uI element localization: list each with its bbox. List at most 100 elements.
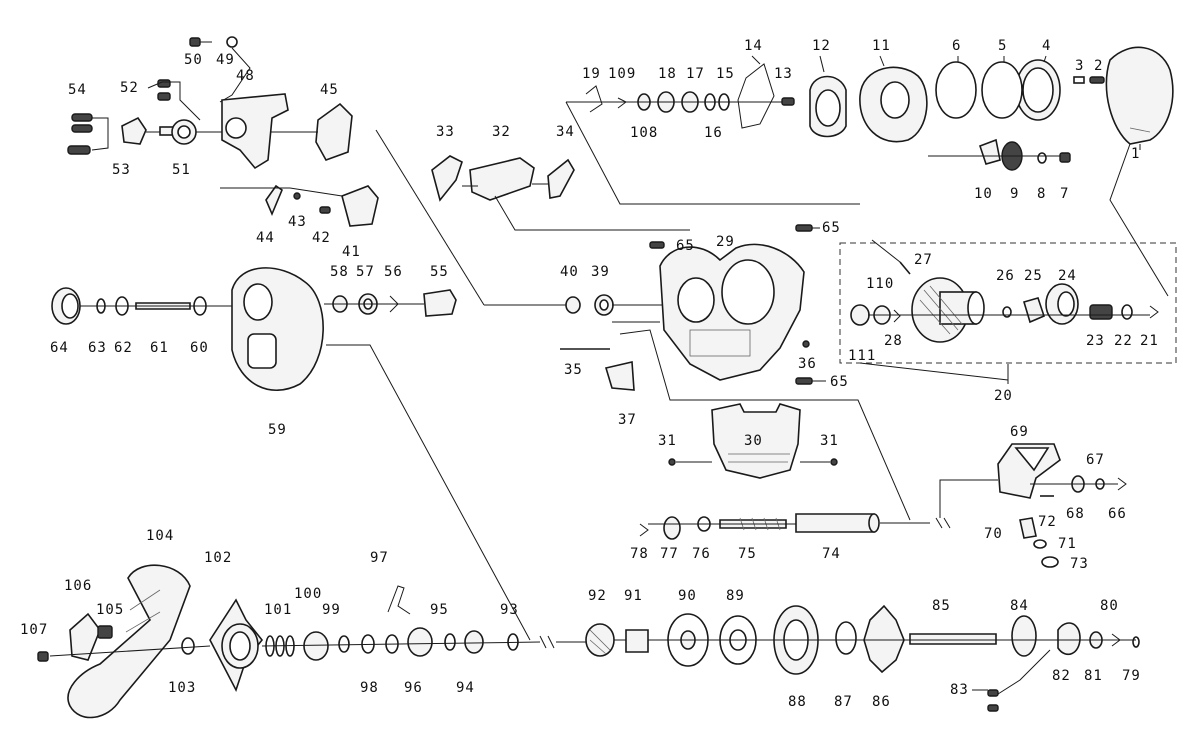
label-11: 11: [872, 38, 891, 54]
part-55-pinion: [423, 289, 457, 317]
label-65a: 65: [676, 238, 695, 254]
part-66-clip: [1117, 477, 1127, 491]
label-83: 83: [950, 682, 969, 698]
label-13: 13: [774, 66, 793, 82]
part-65-screw-b: [795, 224, 813, 232]
frame-assembly: [375, 129, 911, 521]
label-36: 36: [798, 356, 817, 372]
label-29: 29: [716, 234, 735, 250]
part-77-gear: [663, 516, 681, 540]
label-27: 27: [914, 252, 933, 268]
part-31-screw-a: [668, 458, 676, 466]
label-16: 16: [704, 125, 723, 141]
label-33: 33: [436, 124, 455, 140]
label-55: 55: [430, 264, 449, 280]
label-18: 18: [658, 66, 677, 82]
label-72: 72: [1038, 514, 1057, 530]
label-98: 98: [360, 680, 379, 696]
part-78-clip: [639, 523, 649, 537]
part-53-lever: [121, 116, 147, 145]
part-83-screws: [987, 689, 999, 697]
left-side-plate-group: [51, 267, 457, 392]
part-59-side-plate: [231, 267, 324, 392]
label-74: 74: [822, 546, 841, 562]
label-22: 22: [1114, 333, 1133, 349]
part-96-ratchet: [407, 627, 433, 657]
part-6-o-ring: [935, 61, 977, 119]
label-97: 97: [370, 550, 389, 566]
label-42: 42: [312, 230, 331, 246]
label-10: 10: [974, 186, 993, 202]
label-34: 34: [556, 124, 575, 140]
label-31b: 31: [820, 433, 839, 449]
label-54: 54: [68, 82, 87, 98]
label-48: 48: [236, 68, 255, 84]
label-82: 82: [1052, 668, 1071, 684]
label-62: 62: [114, 340, 133, 356]
part-10-clicker: [978, 138, 1001, 165]
part-33-side-cover: [431, 155, 463, 202]
part-54-springs: [67, 113, 93, 155]
label-32: 32: [492, 124, 511, 140]
label-67: 67: [1086, 452, 1105, 468]
part-31-screw-b: [830, 458, 838, 466]
part-21-clip: [1149, 305, 1159, 319]
middle-top-parts: [431, 155, 690, 231]
label-96: 96: [404, 680, 423, 696]
part-65-screw-a: [649, 241, 665, 249]
label-80: 80: [1100, 598, 1119, 614]
label-75: 75: [738, 546, 757, 562]
label-102: 102: [204, 550, 232, 566]
right-side-cover-group: [565, 46, 1174, 297]
label-57: 57: [356, 264, 375, 280]
part-labels: 1 2 3 4 5 6 7 8 9 10 11 12 13 14 15 16 1…: [20, 38, 1158, 710]
label-88: 88: [788, 694, 807, 710]
label-52: 52: [120, 80, 139, 96]
part-34-side-cover: [547, 158, 575, 199]
label-109: 109: [608, 66, 636, 82]
label-31a: 31: [658, 433, 677, 449]
part-104-handle: [67, 564, 191, 719]
label-63: 63: [88, 340, 107, 356]
label-23: 23: [1086, 333, 1105, 349]
part-69-line-guide: [997, 443, 1061, 499]
label-39: 39: [591, 264, 610, 280]
label-100: 100: [294, 586, 322, 602]
label-110: 110: [866, 276, 894, 292]
label-37: 37: [618, 412, 637, 428]
part-14-spring-wire: [737, 63, 775, 129]
label-73: 73: [1070, 556, 1089, 572]
label-50: 50: [184, 52, 203, 68]
part-3-pin: [1073, 76, 1085, 84]
part-84-gear: [1011, 615, 1037, 657]
label-49: 49: [216, 52, 235, 68]
part-30-grip-cover: [711, 403, 801, 479]
label-66: 66: [1108, 506, 1127, 522]
label-35: 35: [564, 362, 583, 378]
label-17: 17: [686, 66, 705, 82]
label-59: 59: [268, 422, 287, 438]
label-28: 28: [884, 333, 903, 349]
part-86-clutch-plate: [863, 604, 905, 674]
label-70: 70: [984, 526, 1003, 542]
part-5-o-ring: [981, 61, 1023, 119]
label-12: 12: [812, 38, 831, 54]
drive-train-group: [37, 344, 1140, 719]
part-41-plate: [341, 185, 379, 227]
part-28-clip: [893, 309, 901, 323]
label-90: 90: [678, 588, 697, 604]
top-left-assembly: [67, 36, 379, 227]
part-71-o-ring: [1033, 539, 1047, 549]
part-50-screw: [189, 37, 201, 47]
part-40-bushing: [565, 296, 581, 314]
part-7-screw: [1059, 152, 1071, 163]
label-86: 86: [872, 694, 891, 710]
part-1-side-cover: [1105, 46, 1174, 145]
label-111: 111: [848, 348, 876, 364]
part-105-bolt: [97, 625, 113, 639]
label-76: 76: [692, 546, 711, 562]
label-41: 41: [342, 244, 361, 260]
part-49-washer: [226, 36, 238, 48]
part-91-bushing: [625, 629, 649, 653]
label-6: 6: [952, 38, 961, 54]
